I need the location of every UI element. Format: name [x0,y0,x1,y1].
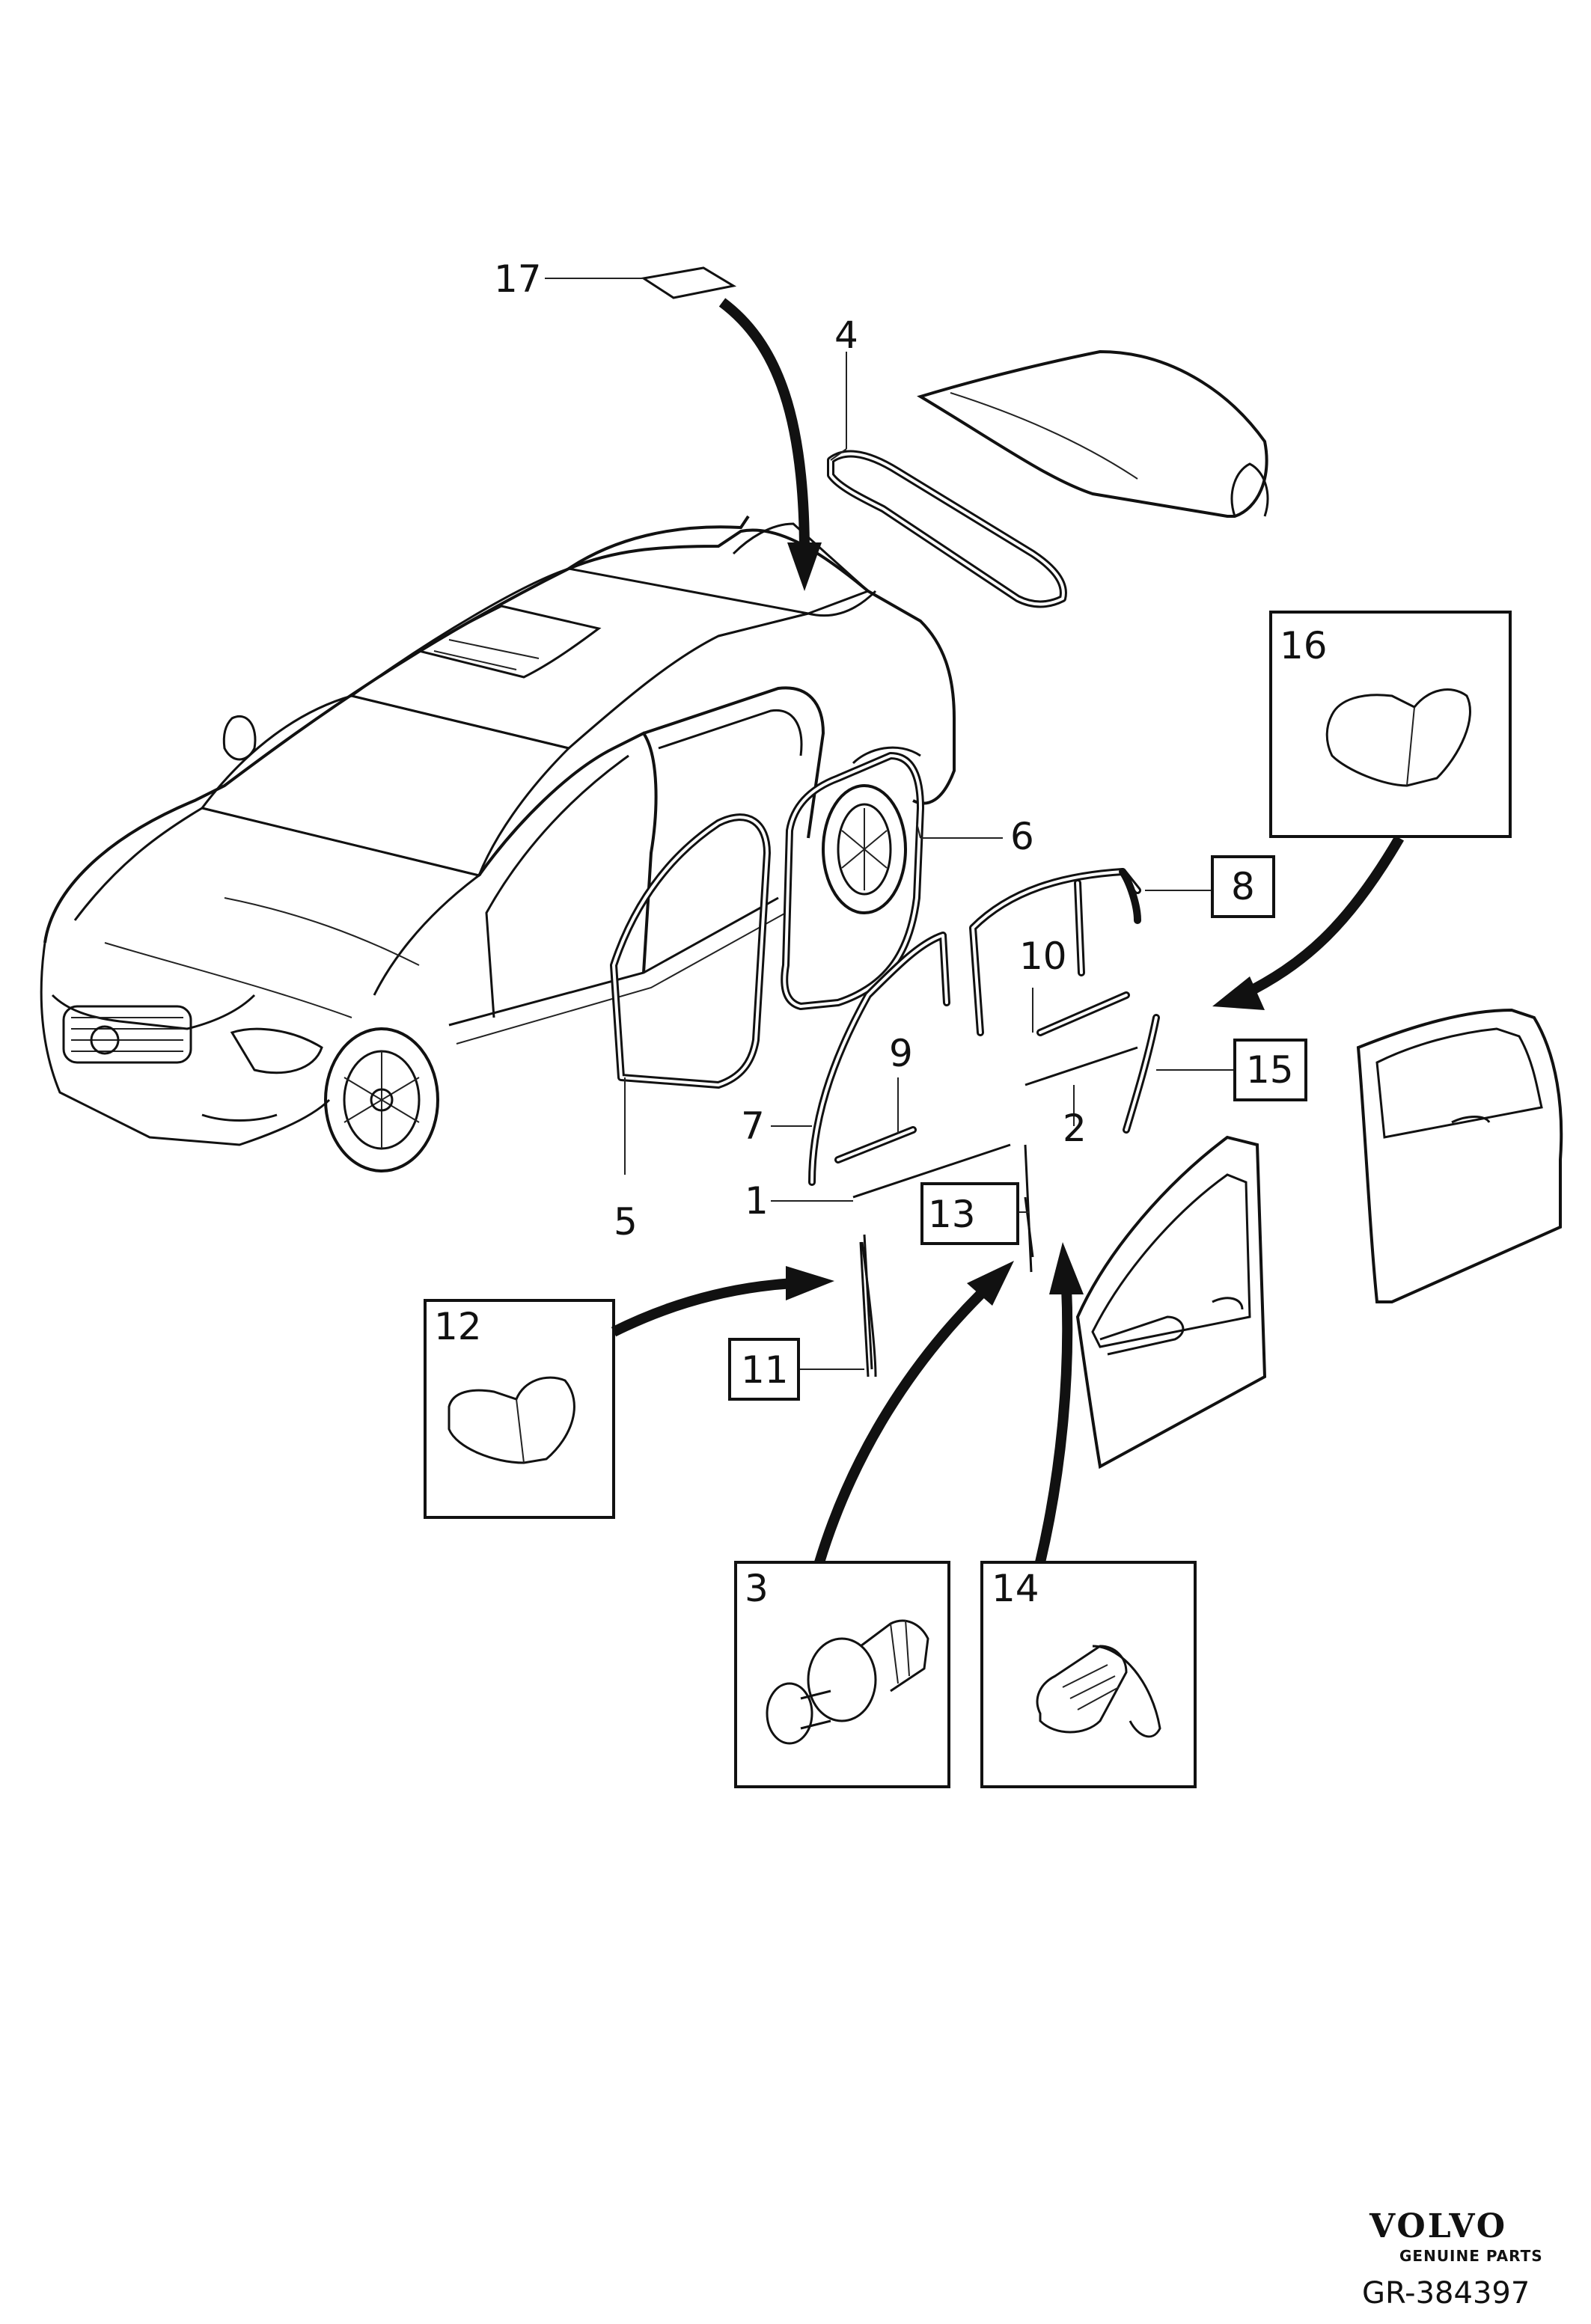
callout-box-11 [728,1338,800,1401]
diagram-reference: GR-384397 [1362,2276,1530,2311]
callout-4: 4 [834,314,858,357]
callout-1: 1 [745,1179,769,1223]
callout-15: 15 [1246,1048,1294,1092]
arrow-12 [611,1266,834,1337]
rear-door [1356,1008,1563,1303]
arrow-3 [814,1261,1014,1565]
window-channel-front [808,932,950,1186]
genuine-parts-tagline: GENUINE PARTS [1399,2247,1543,2265]
clip-inset-12 [424,1299,615,1519]
callout-3: 3 [745,1567,769,1610]
callout-10: 10 [1019,935,1067,978]
callout-9: 9 [889,1032,913,1075]
clip-inset-16 [1269,611,1512,838]
car-body-illustration [40,515,956,1172]
trunk-lid [917,349,1269,518]
trunk-seal [827,450,1067,608]
callout-2: 2 [1063,1107,1087,1150]
callout-13: 13 [928,1193,976,1236]
belt-strips [834,991,1160,1377]
door-seal-front [610,813,771,1089]
callout-box-15 [1233,1039,1307,1101]
callout-8: 8 [1231,865,1255,908]
arrow-16 [1212,835,1405,1010]
callout-5: 5 [614,1200,638,1244]
arrow-14 [1035,1242,1084,1564]
strip-11 [861,1241,877,1377]
callout-16: 16 [1280,624,1328,667]
front-door [1075,1135,1267,1470]
callout-11: 11 [741,1348,789,1392]
callout-14: 14 [992,1567,1039,1610]
callout-17: 17 [494,257,542,301]
leader-lines [545,278,1235,1370]
callout-box-8 [1211,855,1275,918]
clip-inset-3 [734,1561,950,1788]
callout-7: 7 [741,1104,765,1148]
callout-12: 12 [434,1305,482,1348]
arrow-17 [718,298,822,591]
callout-6: 6 [1010,815,1034,858]
pad-17 [640,266,737,299]
callout-box-13 [920,1182,1019,1245]
volvo-logo: VOLVO [1369,2207,1507,2245]
clip-inset-14 [980,1561,1197,1788]
door-seal-rear [781,752,924,1010]
window-channel-rear [969,868,1141,1036]
